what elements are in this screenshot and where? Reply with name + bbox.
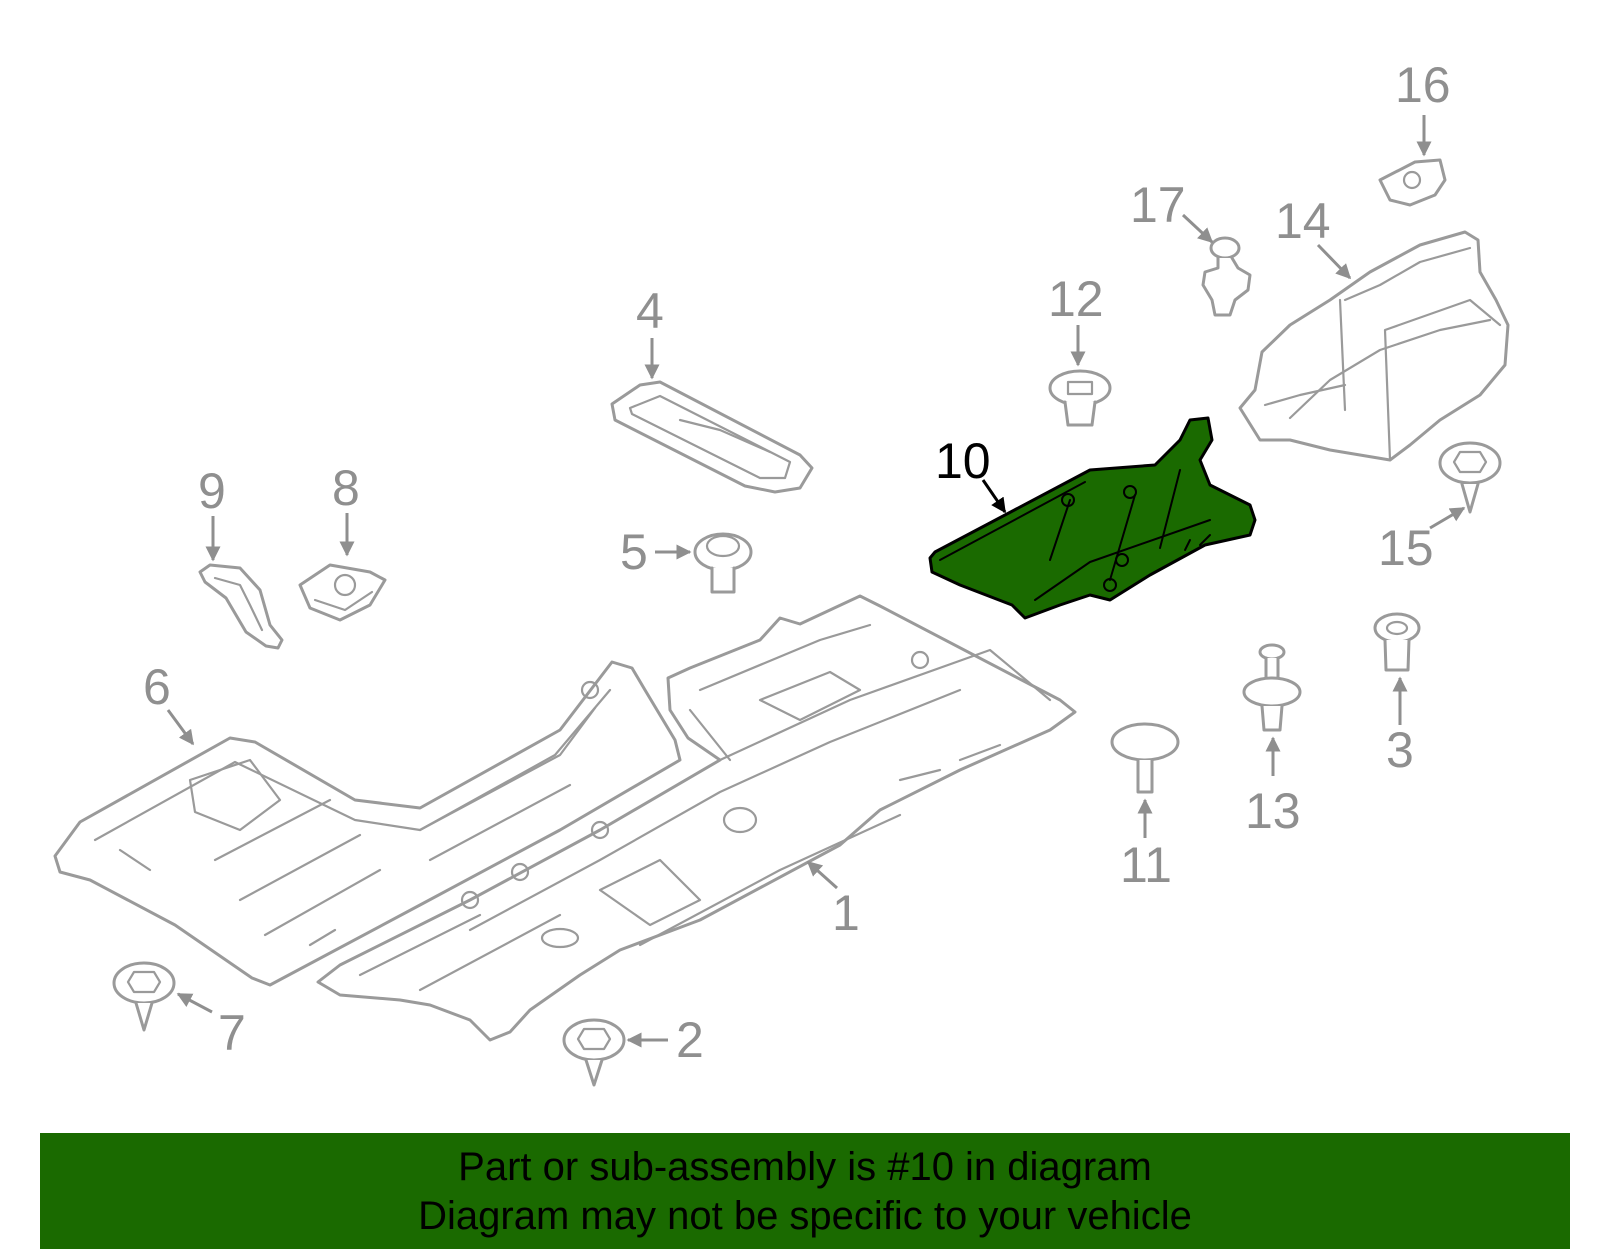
part-4-brace bbox=[610, 380, 814, 494]
callout-17: 17 bbox=[1130, 177, 1186, 233]
part-13-rivet bbox=[1242, 643, 1302, 732]
banner-line-2: Diagram may not be specific to your vehi… bbox=[418, 1194, 1192, 1238]
part-5-bolt bbox=[693, 532, 753, 594]
leader-17 bbox=[1181, 213, 1214, 244]
callout-7: 7 bbox=[218, 1005, 246, 1061]
part-10-shield-fill bbox=[928, 416, 1257, 620]
leader-15 bbox=[1429, 506, 1466, 530]
callout-2: 2 bbox=[676, 1012, 704, 1068]
leader-1 bbox=[806, 860, 839, 890]
part-6-left-under-panel bbox=[53, 660, 682, 987]
callout-3: 3 bbox=[1386, 722, 1414, 778]
info-banner: Part or sub-assembly is #10 in diagram D… bbox=[40, 1133, 1570, 1249]
callout-5: 5 bbox=[620, 524, 648, 580]
callout-6: 6 bbox=[143, 659, 171, 715]
banner-line-1: Part or sub-assembly is #10 in diagram bbox=[458, 1145, 1152, 1189]
leader-10 bbox=[981, 479, 1007, 514]
callout-10: 10 bbox=[935, 433, 991, 489]
callout-12: 12 bbox=[1048, 271, 1104, 327]
part-17-push-pin bbox=[1201, 236, 1252, 317]
callout-9: 9 bbox=[198, 463, 226, 519]
part-12-grommet bbox=[1048, 369, 1112, 427]
part-8-clip-nut bbox=[298, 563, 387, 622]
callout-4: 4 bbox=[636, 283, 664, 339]
leader-7 bbox=[176, 992, 213, 1014]
callout-1: 1 bbox=[832, 885, 860, 941]
callout-labels: 1 2 3 4 5 6 7 8 9 10 11 12 13 14 15 16 1… bbox=[143, 57, 1451, 1068]
part-9-bracket bbox=[198, 563, 284, 650]
part-3-grommet bbox=[1373, 612, 1421, 672]
part-16-clip bbox=[1378, 158, 1447, 207]
part-7-bolt bbox=[112, 961, 176, 1032]
part-2-bolt bbox=[562, 1018, 626, 1087]
leader-lines bbox=[166, 115, 1466, 1048]
callout-14: 14 bbox=[1275, 193, 1331, 249]
leader-14 bbox=[1316, 243, 1352, 280]
part-14-wheel-arch-shield bbox=[1238, 230, 1510, 462]
callout-16: 16 bbox=[1395, 57, 1451, 113]
callout-8: 8 bbox=[332, 460, 360, 516]
leader-6 bbox=[166, 709, 195, 746]
part-1-center-under-panel bbox=[316, 594, 1077, 1042]
callout-13: 13 bbox=[1245, 783, 1301, 839]
callout-11: 11 bbox=[1120, 837, 1172, 893]
part-11-pin bbox=[1110, 722, 1180, 794]
part-10-highlighted-shield bbox=[928, 416, 1257, 620]
part-15-bolt bbox=[1438, 441, 1502, 514]
callout-15: 15 bbox=[1378, 520, 1434, 576]
